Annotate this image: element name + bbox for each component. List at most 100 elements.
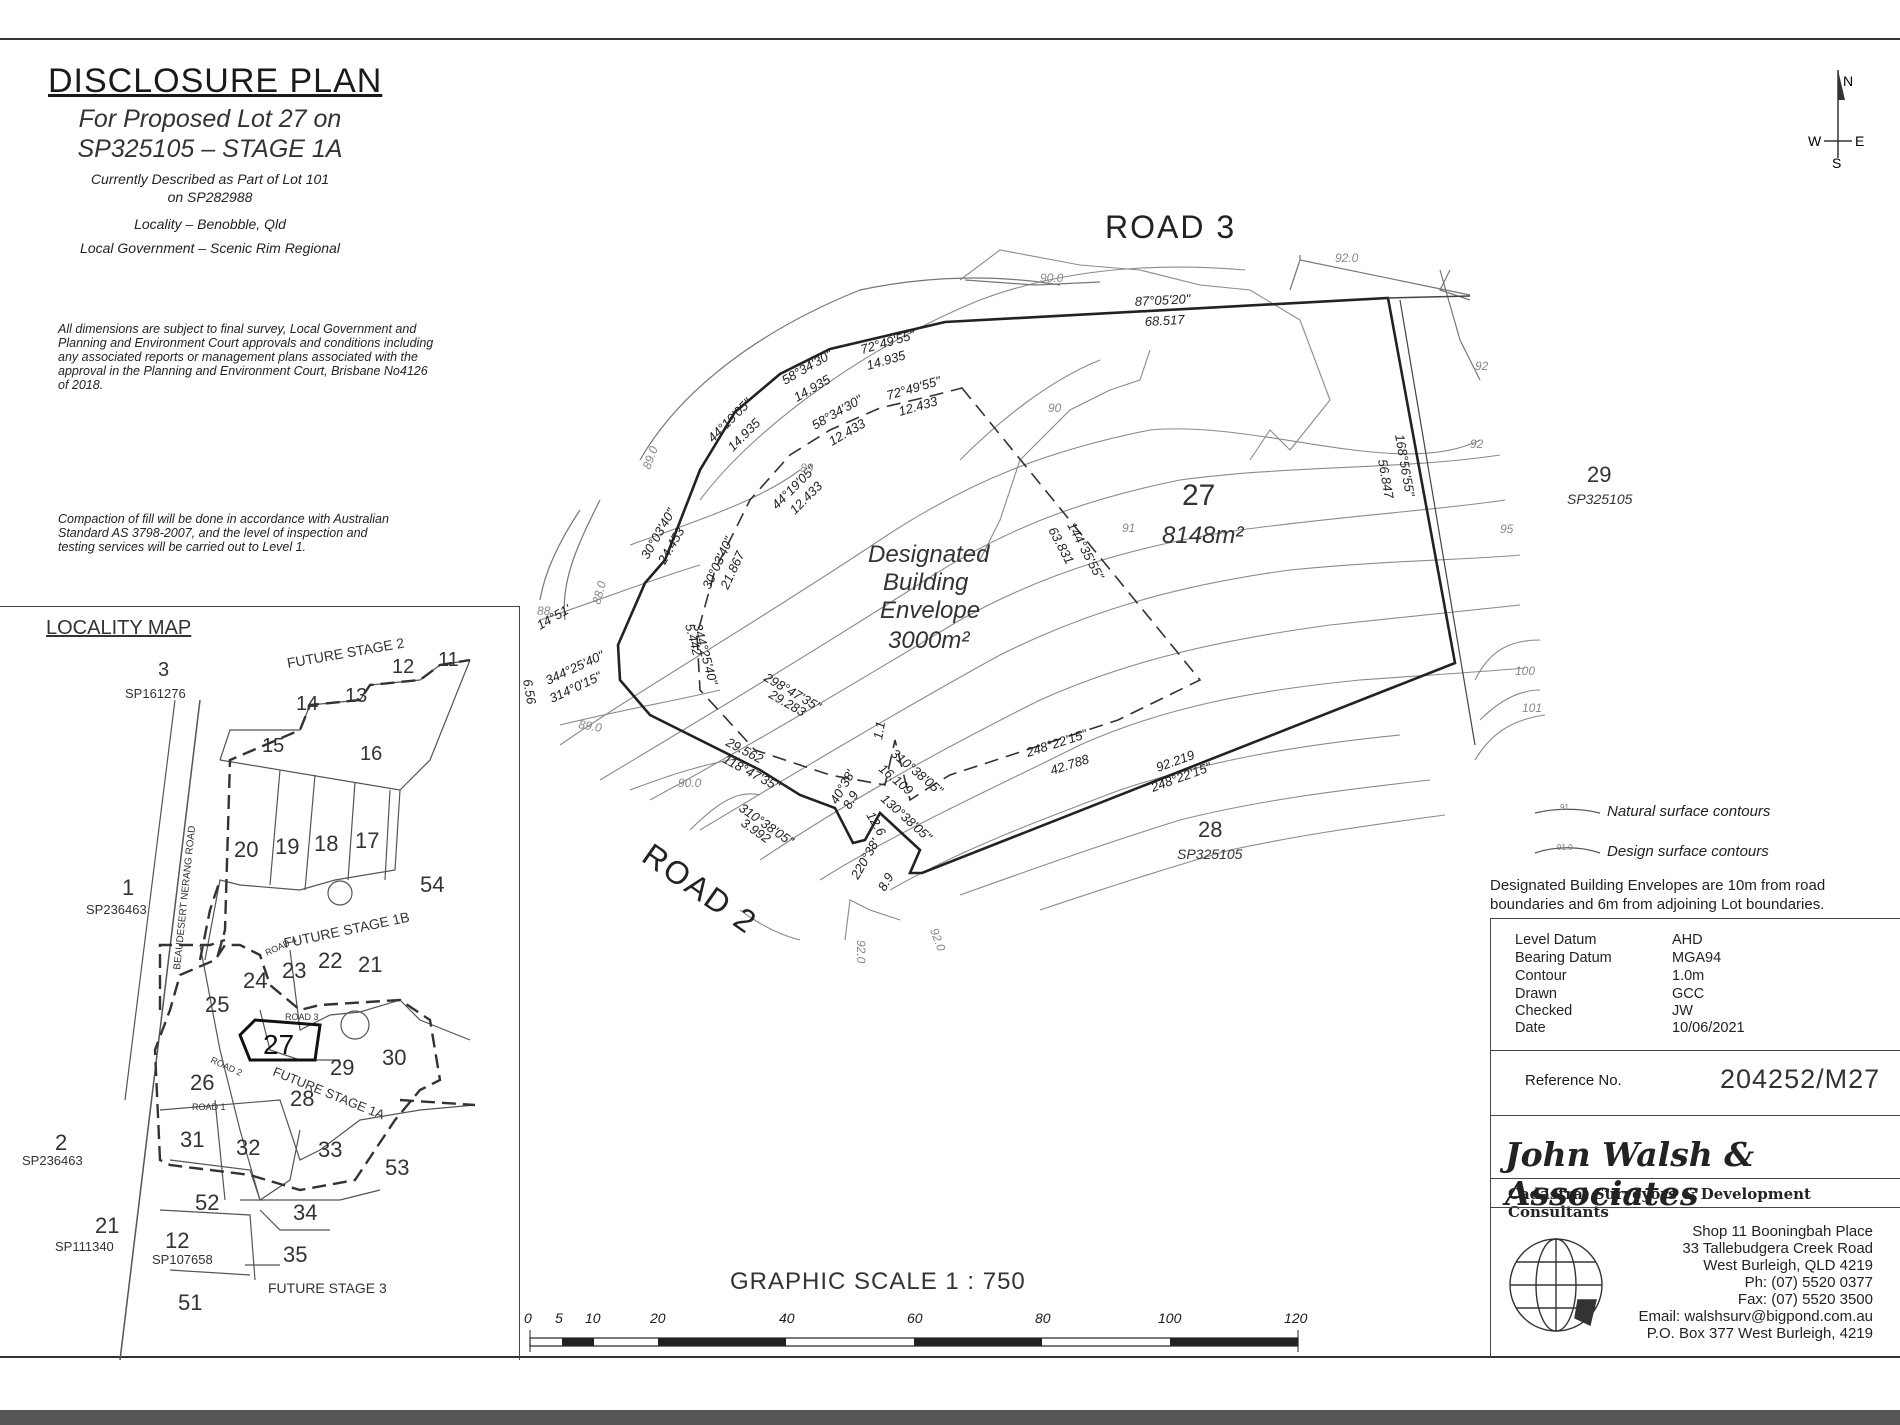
contour-lines (539, 249, 1546, 941)
datum-label: Contour (1515, 968, 1567, 984)
lot-29-boundary (1399, 299, 1476, 746)
datum-label: Drawn (1515, 986, 1557, 1002)
local-government-text: Local Government – Scenic Rim Regional (80, 240, 340, 256)
lot-27-area: 8148m² (1162, 522, 1244, 549)
company-name: John Walsh & Associates (1505, 1135, 1755, 1213)
contour-label: 89 (800, 461, 814, 475)
road-3-boundary-extension (1387, 295, 1471, 299)
address-line: Fax: (07) 5520 3500 (1737, 1291, 1873, 1308)
contour-label: 91 (1122, 521, 1135, 535)
compass-icon: N E S W (1808, 70, 1864, 171)
contour-label: 90.0 (678, 776, 702, 790)
scale-tick: 10 (585, 1310, 601, 1326)
compass-n: N (1843, 73, 1853, 89)
locality-map-box (0, 606, 520, 1360)
described-line-2: on SP282988 (167, 189, 253, 205)
map-label: 24 (243, 968, 267, 993)
reference-number: 204252/M27 (1720, 1064, 1881, 1094)
distance: 6.56 (520, 678, 539, 706)
bearing-labels: 87°05'20" 68.517 72°49'55" 14.935 58°34'… (520, 291, 1418, 893)
map-label: 13 (345, 685, 367, 707)
map-label: 51 (178, 1290, 202, 1315)
map-label: 23 (282, 958, 306, 983)
map-label: 3 (158, 659, 169, 681)
bearing: 87°05'20" (1134, 291, 1192, 309)
contour-label: 101 (1522, 701, 1542, 715)
lot-29-label: 29 (1587, 462, 1611, 487)
locality-map-labels: 3 SP161276 FUTURE STAGE 2 12 11 14 13 15… (22, 635, 459, 1315)
map-label: SP111340 (55, 1239, 114, 1254)
map-label: 21 (358, 952, 382, 977)
note-line: Planning and Environment Court approvals… (58, 336, 434, 350)
legend-natural-symbol: 91 (1560, 803, 1569, 812)
graphic-scale-bar (529, 1330, 1299, 1352)
scale-tick: 20 (650, 1310, 666, 1326)
map-label: 15 (262, 735, 284, 757)
plan-subtitle: For Proposed Lot 27 on SP325105 – STAGE … (40, 104, 380, 164)
scale-tick: 0 (524, 1310, 532, 1326)
map-label: FUTURE STAGE 2 (286, 635, 406, 671)
envelope-area: 3000m² (888, 627, 970, 654)
envelope-label-2: Building (883, 569, 969, 596)
map-label: 34 (293, 1200, 317, 1225)
title-info-box (1490, 918, 1900, 1358)
address-line: West Burleigh, QLD 4219 (1703, 1257, 1873, 1274)
envelope-label-3: Envelope (880, 597, 980, 624)
contour-label: 100 (1515, 664, 1535, 678)
map-label: 11 (438, 649, 459, 671)
divider (1490, 1050, 1900, 1051)
scale-tick: 40 (779, 1310, 795, 1326)
datum-value: MGA94 (1672, 950, 1722, 966)
contour-label: 90 (1048, 401, 1062, 415)
compaction-note: Compaction of fill will be done in accor… (58, 512, 389, 554)
map-label: 28 (290, 1086, 314, 1111)
map-label: 12 (165, 1228, 189, 1253)
road-3-label: ROAD 3 (1105, 209, 1236, 245)
address-line: 33 Tallebudgera Creek Road (1682, 1240, 1873, 1257)
map-label: 31 (180, 1127, 204, 1152)
locality-text: Locality – Benobble, Qld (134, 216, 286, 232)
address-line: P.O. Box 377 West Burleigh, 4219 (1646, 1325, 1873, 1342)
building-envelope (696, 387, 1202, 802)
map-label: 1 (122, 875, 134, 900)
note-line: approval in the Planning and Environment… (58, 364, 428, 378)
contour-label: 90.0 (1040, 271, 1064, 285)
map-label: 35 (283, 1242, 307, 1267)
contour-label: 88.0 (589, 579, 609, 605)
survey-note: All dimensions are subject to final surv… (58, 322, 433, 392)
address-line[interactable]: Email: walshsurv@bigpond.com.au (1638, 1308, 1874, 1325)
map-label: 52 (195, 1190, 219, 1215)
datum-label: Checked (1515, 1003, 1573, 1019)
compass-e: E (1855, 133, 1864, 149)
map-label: 17 (355, 828, 379, 853)
legend-symbols (1534, 808, 1601, 854)
map-label: 2 (55, 1130, 67, 1155)
compass-s: S (1832, 155, 1841, 171)
map-label: FUTURE STAGE 1A (271, 1064, 387, 1123)
lot-27-boundary (616, 296, 1457, 875)
plan-title: DISCLOSURE PLAN (48, 62, 383, 100)
datum-value: JW (1672, 1003, 1693, 1019)
stage-boundary (153, 658, 476, 1192)
map-label: 29 (330, 1055, 354, 1080)
lot-28-label: 28 (1198, 817, 1222, 842)
map-label: 20 (234, 837, 258, 862)
note-line: Standard AS 3798-2007, and the level of … (58, 526, 368, 540)
datum-value: 10/06/2021 (1672, 1020, 1745, 1036)
scale-tick: 60 (907, 1310, 923, 1326)
distance: 8.9 (875, 870, 897, 893)
map-label: 32 (236, 1135, 260, 1160)
divider (1490, 1207, 1900, 1208)
datum-label: Level Datum (1515, 932, 1597, 948)
scale-tick: 120 (1284, 1310, 1308, 1326)
map-label: 25 (205, 992, 229, 1017)
datum-label: Date (1515, 1020, 1546, 1036)
legend-natural-contours: Natural surface contours (1607, 803, 1771, 820)
subtitle-line-1: For Proposed Lot 27 on (78, 105, 342, 133)
map-label: 27 (263, 1029, 294, 1060)
contour-label: 92 (1470, 437, 1484, 451)
legend-design-contours: Design surface contours (1607, 843, 1769, 860)
map-label: 33 (318, 1137, 342, 1162)
map-label: FUTURE STAGE 1B (282, 909, 411, 951)
graphic-scale-title: GRAPHIC SCALE 1 : 750 (730, 1268, 1026, 1295)
